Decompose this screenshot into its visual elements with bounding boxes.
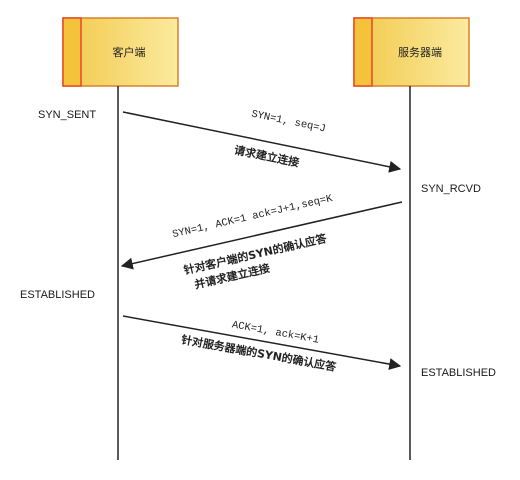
ack-params: ACK=1, ack=K+1 [231,319,320,346]
server-box: 服务器端 [353,17,470,87]
state-established-client: ESTABLISHED [20,289,95,301]
syn-arrow [122,111,402,173]
state-syn-sent: SYN_SENT [38,109,96,121]
syn-ack-params: SYN=1, ACK=1 ack=J+1,seq=K [171,193,334,241]
state-established-server: ESTABLISHED [421,367,496,379]
server-label: 服务器端 [398,46,442,59]
ack-arrow [122,315,402,370]
client-label: 客户端 [113,45,146,59]
syn-ack-arrow [120,201,403,270]
client-box: 客户端 [62,17,179,87]
state-syn-rcvd: SYN_RCVD [421,183,481,195]
syn-params: SYN=1, seq=J [250,109,326,136]
